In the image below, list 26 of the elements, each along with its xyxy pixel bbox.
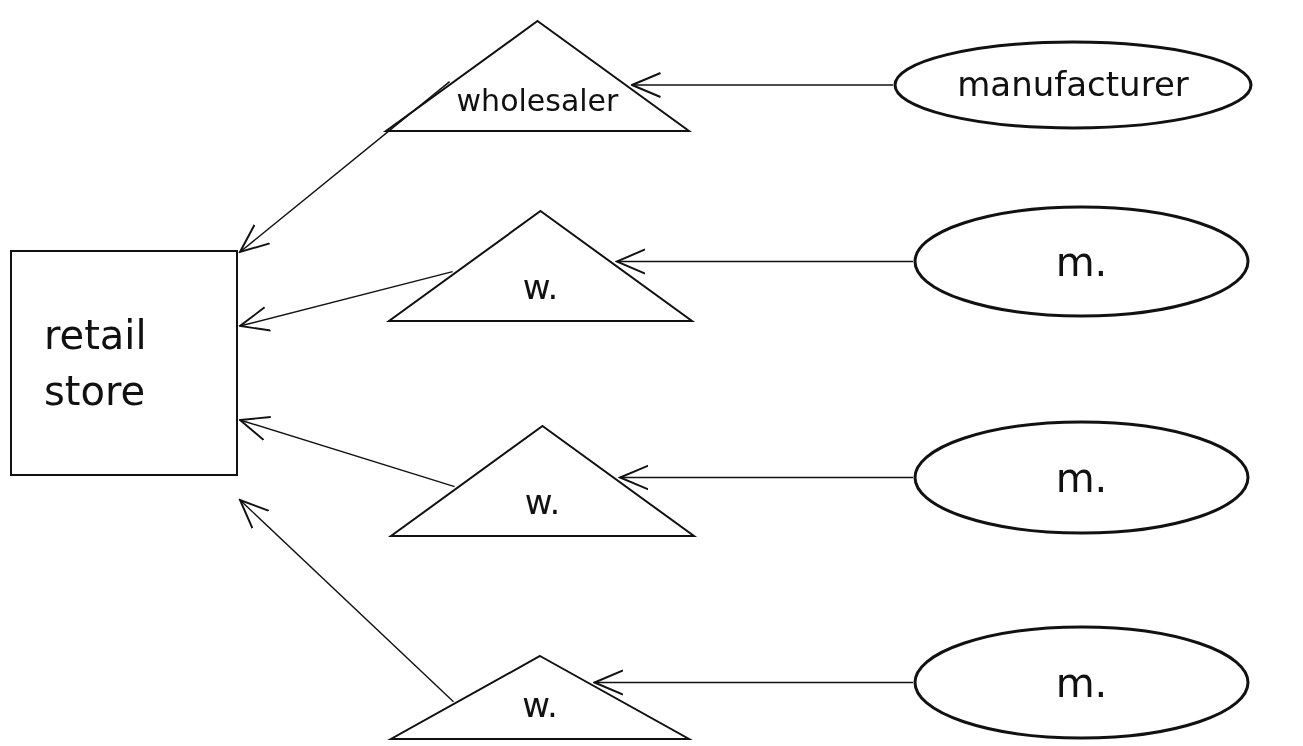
arrow [239, 80, 451, 253]
triangle-node [390, 425, 695, 537]
node-label: m. [1055, 453, 1108, 503]
arrow [239, 416, 456, 488]
ellipse-node [913, 625, 1250, 740]
arrow [619, 464, 914, 491]
arrow [239, 270, 454, 332]
node-label: m. [1055, 658, 1108, 708]
node-label: w. [524, 481, 561, 525]
arrow [593, 669, 914, 696]
node-label: wholesaler [456, 82, 619, 120]
node-label: w. [522, 266, 559, 310]
ellipse-node [913, 205, 1250, 318]
node-label: retail store [44, 311, 148, 416]
triangle-node [385, 20, 690, 132]
arrow [239, 499, 455, 703]
arrow [615, 248, 914, 275]
process-box [10, 250, 238, 476]
arrow [631, 72, 894, 98]
node-label: manufacturer [957, 63, 1189, 107]
node-label: w. [522, 684, 558, 728]
triangle-node [390, 655, 690, 740]
ellipse-node [893, 40, 1253, 130]
ellipse-node [913, 420, 1250, 535]
node-label: m. [1055, 237, 1108, 287]
triangle-node [388, 210, 693, 322]
